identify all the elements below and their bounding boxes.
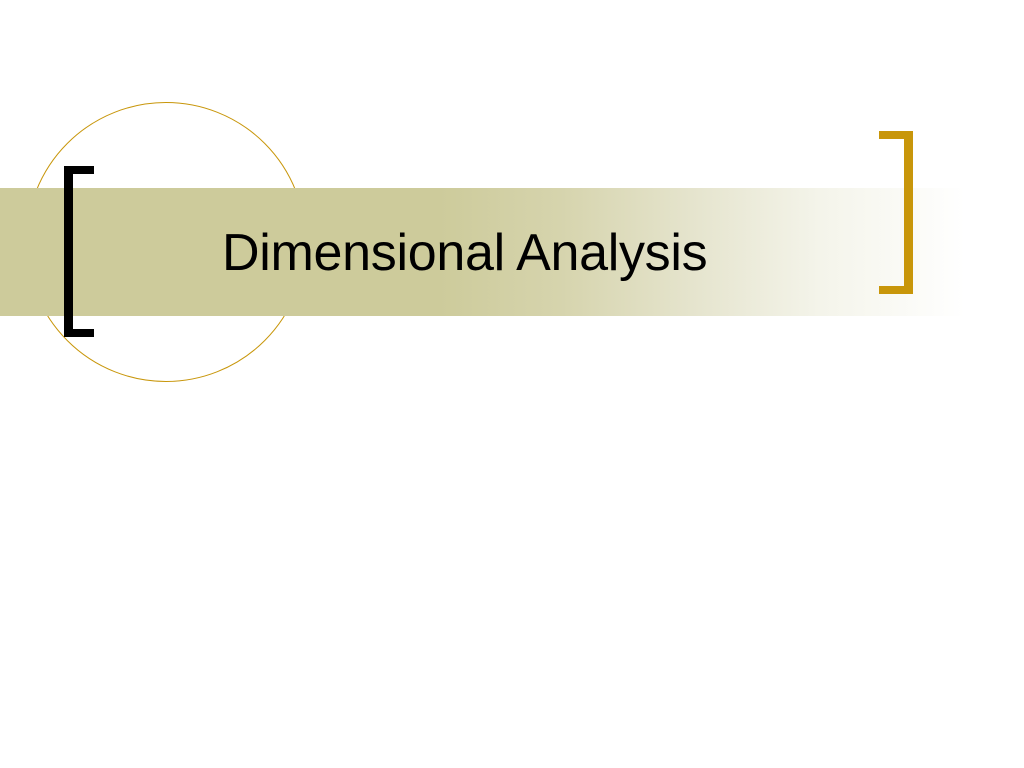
title-band [0,188,965,316]
right-bracket-icon [879,131,913,294]
left-bracket-icon [64,166,94,337]
slide-title: Dimensional Analysis [222,224,708,282]
